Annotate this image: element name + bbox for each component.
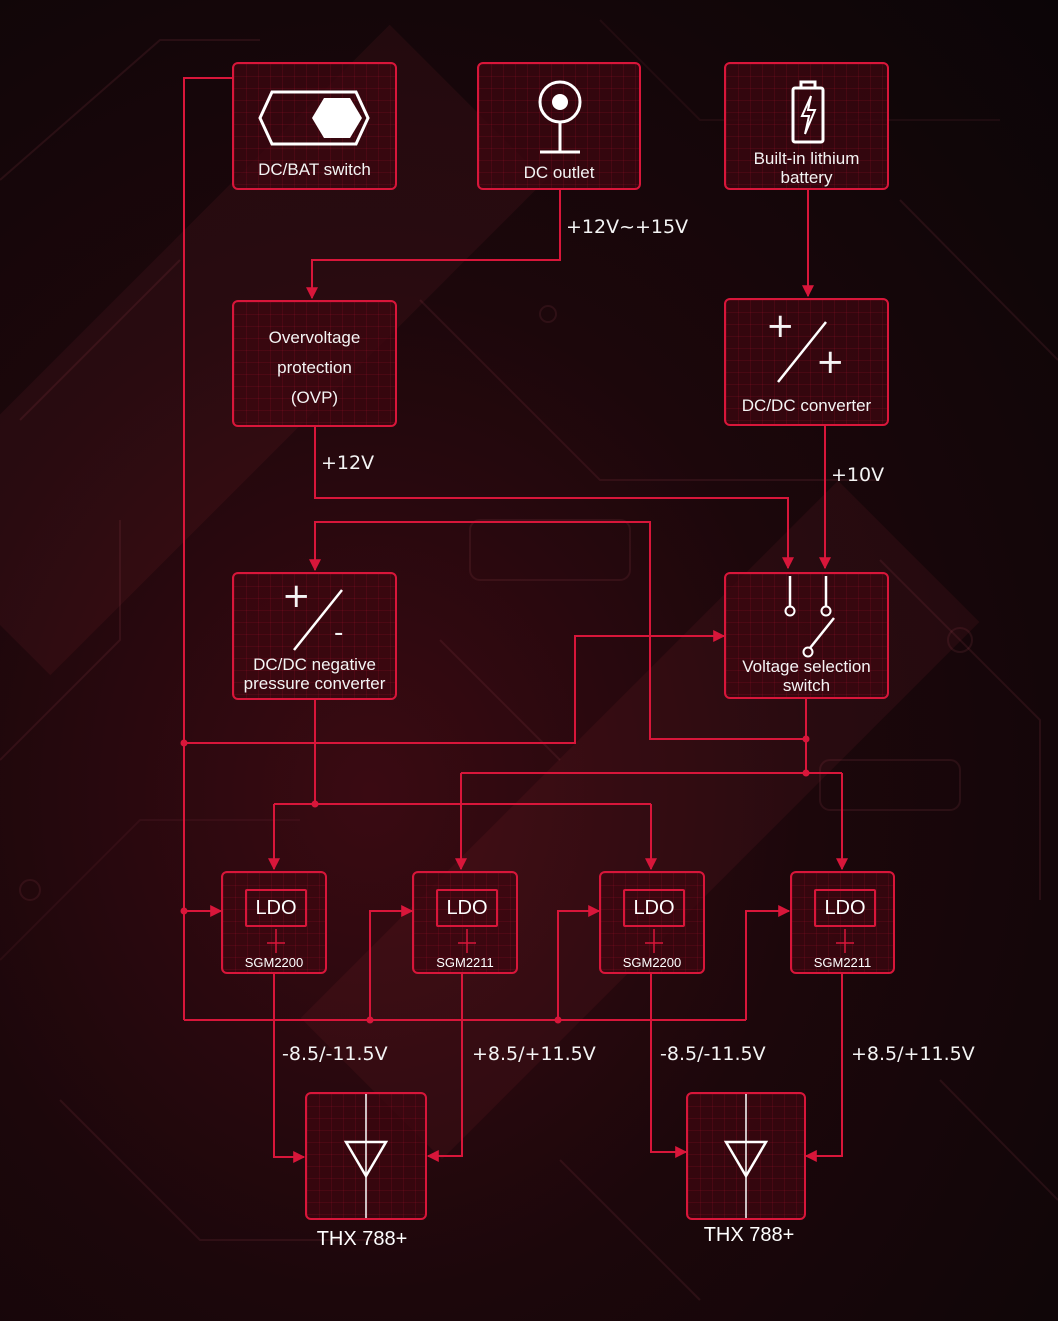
ldo-box-3: LDO SGM2200 — [599, 871, 705, 974]
ldo-label: LDO — [623, 889, 685, 927]
voltage-selection-switch-box: Voltage selection switch — [724, 572, 889, 699]
amplifier-box-2 — [686, 1092, 806, 1220]
dcdc-plus-sign-b: + — [816, 342, 845, 382]
ovp-label-line1: Overvoltage — [268, 328, 361, 347]
switch-icon — [784, 576, 835, 658]
ovp-box: Overvoltage protection (OVP) — [232, 300, 397, 427]
negative-converter-label-line2: pressure converter — [243, 674, 386, 693]
ldo-label: LDO — [436, 889, 498, 927]
ldo-stem-icon — [458, 929, 476, 953]
voltage-label-dcdc-output: +10V — [831, 464, 885, 486]
negative-converter-label-line1: DC/DC negative — [253, 655, 376, 674]
ldo-part-number: SGM2211 — [813, 955, 872, 970]
ldo-label: LDO — [814, 889, 876, 927]
battery-label-line2: battery — [780, 168, 833, 187]
voltage-label-ldo4: +8.5/+11.5V — [851, 1043, 975, 1065]
voltage-label-ldo3: -8.5/-11.5V — [660, 1043, 766, 1065]
ovp-label-line2: protection — [277, 358, 352, 377]
amplifier-label-2: THX 788+ — [703, 1224, 795, 1246]
voltage-label-ovp-output: +12V — [321, 452, 375, 474]
ldo-box-4: LDO SGM2211 — [790, 871, 895, 974]
voltage-selection-label-line2: switch — [782, 676, 831, 695]
ovp-label-line3: (OVP) — [290, 388, 339, 407]
amplifier-label-1: THX 788+ — [316, 1228, 408, 1250]
ldo-part-number: SGM2200 — [622, 955, 682, 970]
battery-box: Built-in lithium battery — [724, 62, 889, 190]
dc-bat-switch-box: DC/BAT switch — [232, 62, 397, 190]
neg-minus-sign: - — [334, 618, 344, 648]
dcdc-plus-sign-a: + — [766, 306, 795, 346]
negative-converter-box: + - DC/DC negative pressure converter — [232, 572, 397, 700]
amplifier-box-1 — [305, 1092, 427, 1220]
voltage-selection-label-line1: Voltage selection — [742, 657, 871, 676]
battery-label-line1: Built-in lithium — [753, 149, 860, 168]
amplifier-triangle-icon — [723, 1094, 769, 1218]
dcdc-converter-box: + + DC/DC converter — [724, 298, 889, 426]
voltage-label-ldo1: -8.5/-11.5V — [282, 1043, 388, 1065]
ldo-stem-icon — [645, 929, 663, 953]
ldo-stem-icon — [267, 929, 285, 953]
dc-bat-switch-label: DC/BAT switch — [258, 160, 371, 179]
dc-outlet-box: DC outlet — [477, 62, 641, 190]
toggle-switch-icon — [258, 90, 370, 146]
converter-slash-icon — [777, 321, 827, 383]
ldo-stem-icon — [836, 929, 854, 953]
ldo-label: LDO — [245, 889, 307, 927]
converter-slash-icon — [293, 589, 343, 651]
dcdc-converter-label: DC/DC converter — [741, 396, 872, 415]
ldo-part-number: SGM2211 — [436, 955, 494, 970]
amplifier-triangle-icon — [343, 1094, 389, 1218]
voltage-label-dc-input: +12V~+15V — [566, 216, 689, 238]
ldo-box-1: LDO SGM2200 — [221, 871, 327, 974]
ldo-box-2: LDO SGM2211 — [412, 871, 518, 974]
ldo-part-number: SGM2200 — [244, 955, 304, 970]
voltage-label-ldo2: +8.5/+11.5V — [472, 1043, 596, 1065]
dc-jack-icon — [538, 80, 582, 154]
neg-plus-sign: + — [282, 576, 311, 616]
battery-icon — [791, 80, 825, 144]
dc-outlet-label: DC outlet — [523, 163, 595, 182]
